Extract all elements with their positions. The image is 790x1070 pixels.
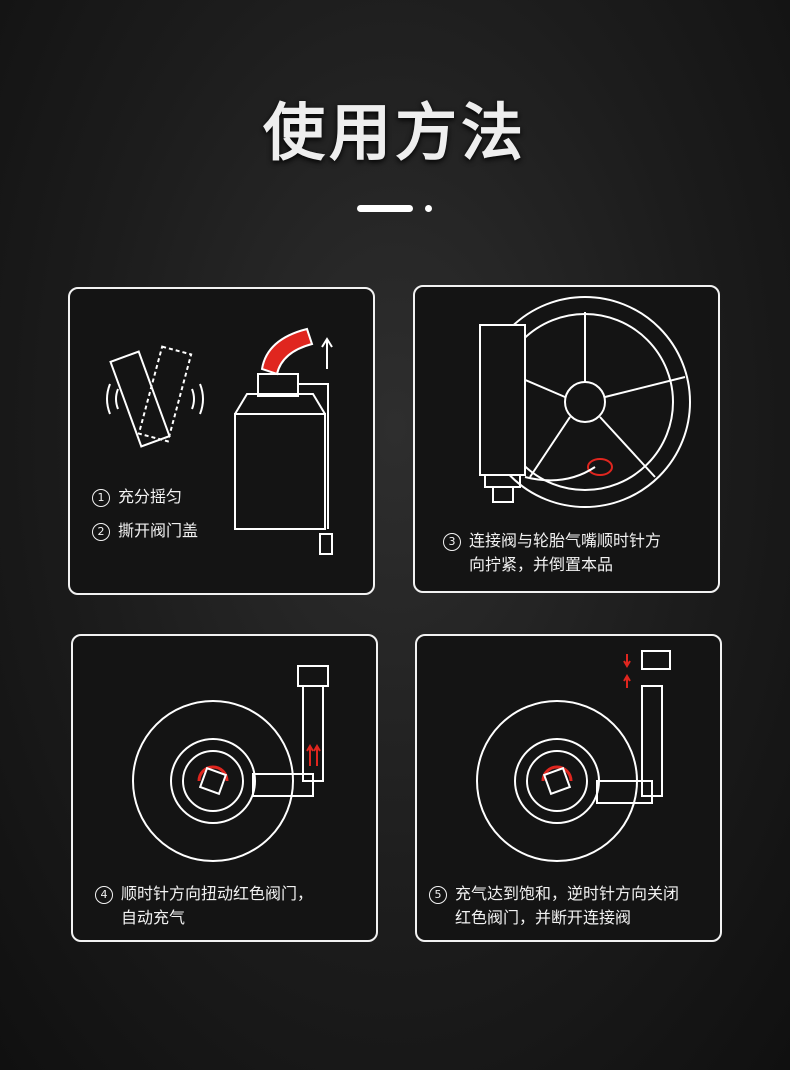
page-title: 使用方法: [262, 96, 527, 169]
step-text-line1: 连接阀与轮胎气嘴顺时针方: [469, 531, 662, 550]
step-panel-1-2: 1 充分摇匀 2 撕开阀门盖: [68, 287, 375, 595]
step-text-line2: 向拧紧，并倒置本品: [469, 555, 614, 574]
step-number: 4: [95, 886, 113, 904]
step-text: 撕开阀门盖: [118, 521, 199, 540]
title-divider-bar: [357, 205, 413, 212]
step-number: 2: [92, 523, 110, 541]
step-number: 3: [443, 533, 461, 551]
step-3-caption: 3 连接阀与轮胎气嘴顺时针方向拧紧，并倒置本品: [443, 529, 661, 577]
step-panel-5: 5 充气达到饱和，逆时针方向关闭红色阀门，并断开连接阀: [415, 634, 722, 942]
step-1-caption: 1 充分摇匀: [92, 485, 182, 509]
shake-can-illustration: [106, 327, 333, 555]
step-4-caption: 4 顺时针方向扭动红色阀门， 自动充气: [95, 882, 313, 930]
step-number: 5: [429, 886, 447, 904]
connect-valve-illustration: [479, 296, 691, 508]
step-5-caption: 5 充气达到饱和，逆时针方向关闭红色阀门，并断开连接阀: [429, 882, 679, 930]
close-valve-illustration: [476, 650, 671, 862]
shaking-can-icon: [106, 345, 204, 448]
step-text-line1: 充气达到饱和，逆时针方向关闭: [455, 884, 680, 903]
open-valve-illustration: [132, 665, 329, 862]
step-text-line1: 顺时针方向扭动红色阀门，: [121, 884, 314, 903]
step-panel-3: 3 连接阀与轮胎气嘴顺时针方向拧紧，并倒置本品: [413, 285, 720, 593]
title-divider-dot: [425, 205, 432, 212]
step-2-caption: 2 撕开阀门盖: [92, 519, 198, 543]
step-panel-4: 4 顺时针方向扭动红色阀门， 自动充气: [71, 634, 378, 942]
step-text: 充分摇匀: [118, 487, 183, 506]
step-text-line2: 自动充气: [121, 908, 186, 927]
step-number: 1: [92, 489, 110, 507]
step-text-line2: 红色阀门，并断开连接阀: [455, 908, 632, 927]
can-with-cap-icon: [234, 327, 333, 555]
